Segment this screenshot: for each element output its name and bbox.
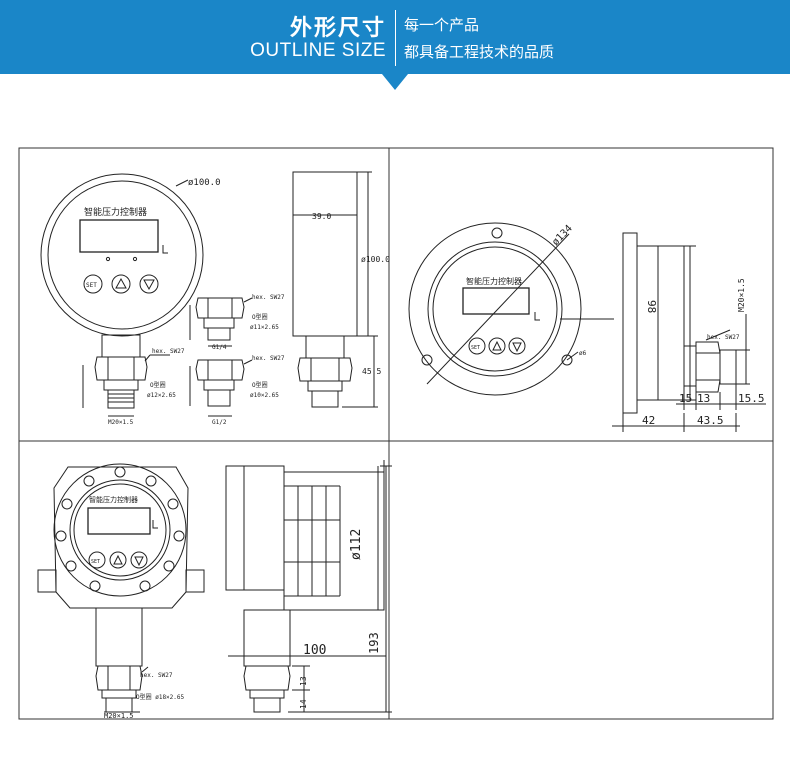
panel1-height: 45.5 bbox=[362, 367, 381, 376]
panel3-width: 100 bbox=[303, 643, 326, 658]
panel1-thread-c: G1/2 bbox=[212, 419, 227, 426]
panel1-hex-a: hex. SW27 bbox=[252, 294, 285, 301]
panel-3: 智能压力控制器 SET hex. SW27 O型圈 ø18×2.65 M20×1… bbox=[37, 460, 392, 720]
title-english: OUTLINE SIZE bbox=[250, 40, 386, 61]
panel2-hole: ø6 bbox=[579, 350, 587, 357]
panel1-oring-b-size: ø12×2.65 bbox=[147, 392, 176, 399]
header-divider bbox=[395, 10, 396, 66]
slogan-line-2: 都具备工程技术的品质 bbox=[404, 43, 555, 61]
cooling-fins bbox=[284, 485, 341, 597]
panel2-height: 98 bbox=[645, 300, 658, 313]
panel1-oring-a-size: ø11×2.65 bbox=[250, 324, 279, 331]
panel1-side-dia: ø100.0 bbox=[361, 255, 390, 264]
panel1-set-label: SET bbox=[86, 282, 97, 289]
panel2-dim-42: 42 bbox=[642, 414, 655, 427]
banner-pointer bbox=[382, 74, 408, 90]
cover-bolts bbox=[55, 466, 185, 592]
fitting-detail-c: hex. SW27 O型圈 ø10×2.65 G1/2 bbox=[189, 355, 285, 426]
panel1-hex-b: hex. SW27 bbox=[152, 348, 185, 355]
panel2-thread: M20×1.5 bbox=[737, 278, 746, 312]
panel3-set-label: SET bbox=[91, 559, 100, 565]
panel1-dia-label: ø100.0 bbox=[188, 178, 221, 188]
front-view-2: 智能压力控制器 SET ø134 ø6 bbox=[408, 222, 614, 396]
panel3-dim-14: 14 bbox=[299, 699, 308, 709]
panel2-dim-15: 15 bbox=[679, 392, 692, 405]
panel2-dim-13: 13 bbox=[697, 392, 710, 405]
panel1-hex-c: hex. SW27 bbox=[252, 355, 285, 362]
panel2-set-label: SET bbox=[471, 345, 480, 351]
panel3-dim-13: 13 bbox=[299, 676, 308, 686]
panel1-depth: 39.0 bbox=[312, 212, 331, 221]
side-view-1: ø100.0 39.0 45.5 bbox=[292, 171, 390, 408]
fitting-detail-a: hex. SW27 O型圈 ø11×2.65 G1/4 bbox=[189, 294, 285, 351]
panel2-dim-15-5: 15.5 bbox=[738, 392, 765, 405]
header-banner: 外形尺寸 OUTLINE SIZE 每一个产品 都具备工程技术的品质 bbox=[0, 0, 790, 74]
panel2-hex: hex. SW27 bbox=[707, 334, 740, 341]
panel2-dia: ø134 bbox=[550, 223, 575, 248]
front-view-3: 智能压力控制器 SET hex. SW27 O型圈 ø18×2.65 M20×1… bbox=[37, 463, 205, 720]
panel1-oring-a: O型圈 bbox=[252, 313, 268, 321]
panel1-thread-b: M20×1.5 bbox=[108, 419, 134, 426]
panel1-oring-c-size: ø10×2.65 bbox=[250, 392, 279, 399]
side-view-3: ø112 100 193 13 14 bbox=[225, 460, 392, 713]
panel3-oring: O型圈 ø18×2.65 bbox=[136, 693, 185, 701]
panel-1: 智能压力控制器 SET ø100.0 he bbox=[40, 171, 390, 426]
side-view-2: 98 hex. SW27 M20×1.5 15 13 15.5 bbox=[612, 232, 766, 432]
panel1-thread-a: G1/4 bbox=[212, 344, 227, 351]
panel1-oring-c: O型圈 bbox=[252, 381, 268, 389]
title-chinese: 外形尺寸 bbox=[289, 16, 386, 41]
slogan-line-1: 每一个产品 bbox=[404, 16, 480, 34]
panel3-dia: ø112 bbox=[349, 529, 364, 560]
panel3-hex: hex. SW27 bbox=[140, 672, 173, 679]
panel-2: 智能压力控制器 SET ø134 ø6 98 bbox=[408, 222, 766, 432]
front-view-1: 智能压力控制器 SET ø100.0 he bbox=[40, 173, 221, 426]
panel3-thread: M20×1.5 bbox=[104, 712, 134, 720]
panel3-brand: 智能压力控制器 bbox=[89, 495, 138, 504]
panel1-oring-b: O型圈 bbox=[150, 381, 166, 389]
panel2-dim-43-5: 43.5 bbox=[697, 414, 724, 427]
drawing-frame bbox=[18, 147, 774, 720]
panel3-height: 193 bbox=[367, 632, 381, 654]
panel1-brand: 智能压力控制器 bbox=[84, 206, 147, 218]
panel2-brand: 智能压力控制器 bbox=[466, 276, 522, 286]
